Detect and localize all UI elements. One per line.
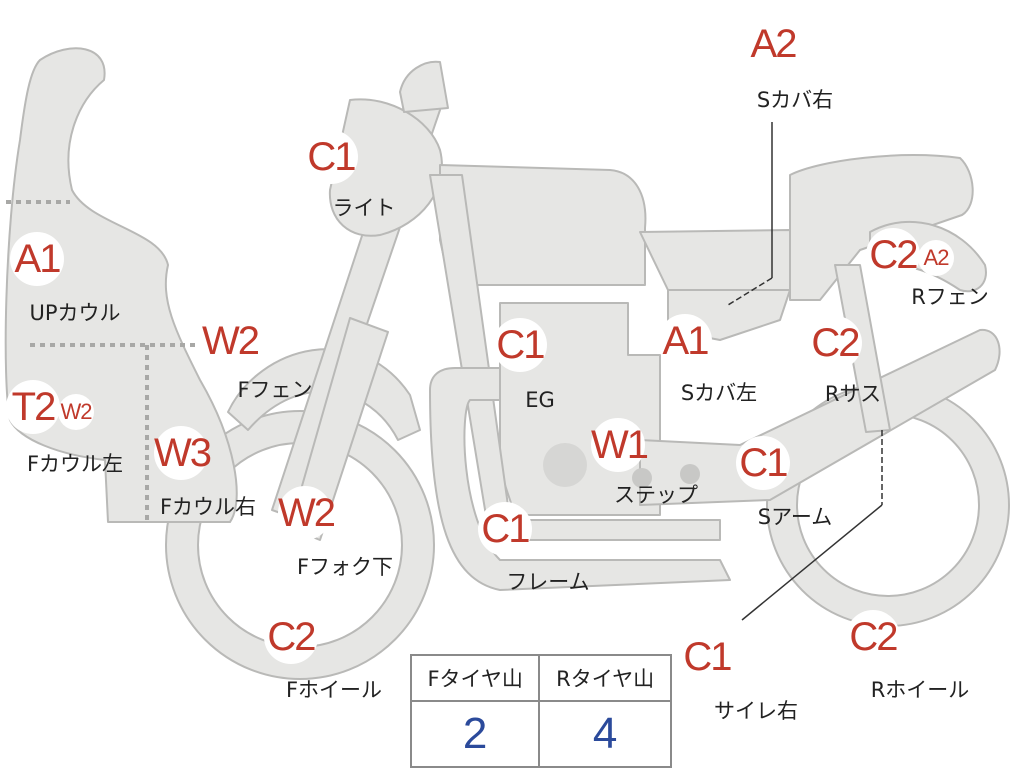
grade-f-fork-lower: W2 — [278, 486, 336, 540]
label-r-fender: Rフェン — [911, 285, 989, 309]
grade-f-cowl-right: W3 — [154, 426, 212, 480]
grade-light: C1 — [304, 130, 358, 184]
label-step: ステップ — [614, 483, 698, 507]
tread-value-row: 2 4 — [409, 700, 672, 768]
label-side-cover-right: Sカバ右 — [756, 88, 834, 112]
subgrade-r-fender: A2 — [918, 240, 954, 276]
headlight-shape — [328, 98, 443, 237]
fuel-tank-shape — [439, 164, 647, 286]
label-engine: EG — [525, 388, 555, 412]
tread-header-row: Fタイヤ山 Rタイヤ山 — [409, 654, 672, 702]
label-up-cowl: UPカウル — [29, 301, 121, 325]
label-f-fork-lower: Fフォク下 — [296, 555, 394, 579]
label-f-cowl-right: Fカウル右 — [159, 495, 257, 519]
label-f-cowl-left: Fカウル左 — [26, 452, 124, 476]
rear-tread-header: Rタイヤ山 — [538, 654, 672, 702]
grade-side-cover-left: A1 — [658, 314, 712, 368]
grade-frame: C1 — [478, 502, 532, 556]
grade-r-suspension: C2 — [808, 316, 862, 370]
subgrade-f-cowl-left: W2 — [58, 394, 94, 430]
label-f-wheel: Fホイール — [285, 678, 383, 702]
tire-tread-table: Fタイヤ山 Rタイヤ山 2 4 — [409, 654, 672, 768]
front-tread-value: 2 — [409, 700, 541, 768]
grade-swing-arm: C1 — [736, 436, 790, 490]
grade-step: W1 — [591, 418, 649, 472]
grade-f-cowl-left: T2 — [6, 380, 60, 434]
label-silencer-right: サイレ右 — [714, 699, 798, 723]
rear-shock-shape — [834, 264, 891, 433]
grade-up-cowl: A1 — [10, 232, 64, 286]
grade-engine: C1 — [493, 318, 547, 372]
label-light: ライト — [332, 196, 396, 220]
label-swing-arm: Sアーム — [757, 505, 833, 529]
grade-r-wheel: C2 — [846, 610, 900, 664]
step-peg-shape — [632, 468, 652, 488]
label-frame: フレーム — [506, 570, 590, 594]
front-tread-header: Fタイヤ山 — [409, 654, 541, 702]
label-r-wheel: Rホイール — [870, 678, 970, 702]
grade-f-wheel: C2 — [264, 610, 318, 664]
grade-side-cover-right: A2 — [746, 17, 800, 71]
grade-f-fender: W2 — [202, 314, 260, 368]
rear-tread-value: 4 — [538, 700, 672, 768]
label-f-fender: Fフェン — [237, 378, 313, 402]
label-r-suspension: Rサス — [824, 382, 882, 406]
grade-silencer-right: C1 — [680, 630, 734, 684]
grade-r-fender: C2 — [866, 228, 920, 282]
label-side-cover-left: Sカバ左 — [680, 381, 758, 405]
